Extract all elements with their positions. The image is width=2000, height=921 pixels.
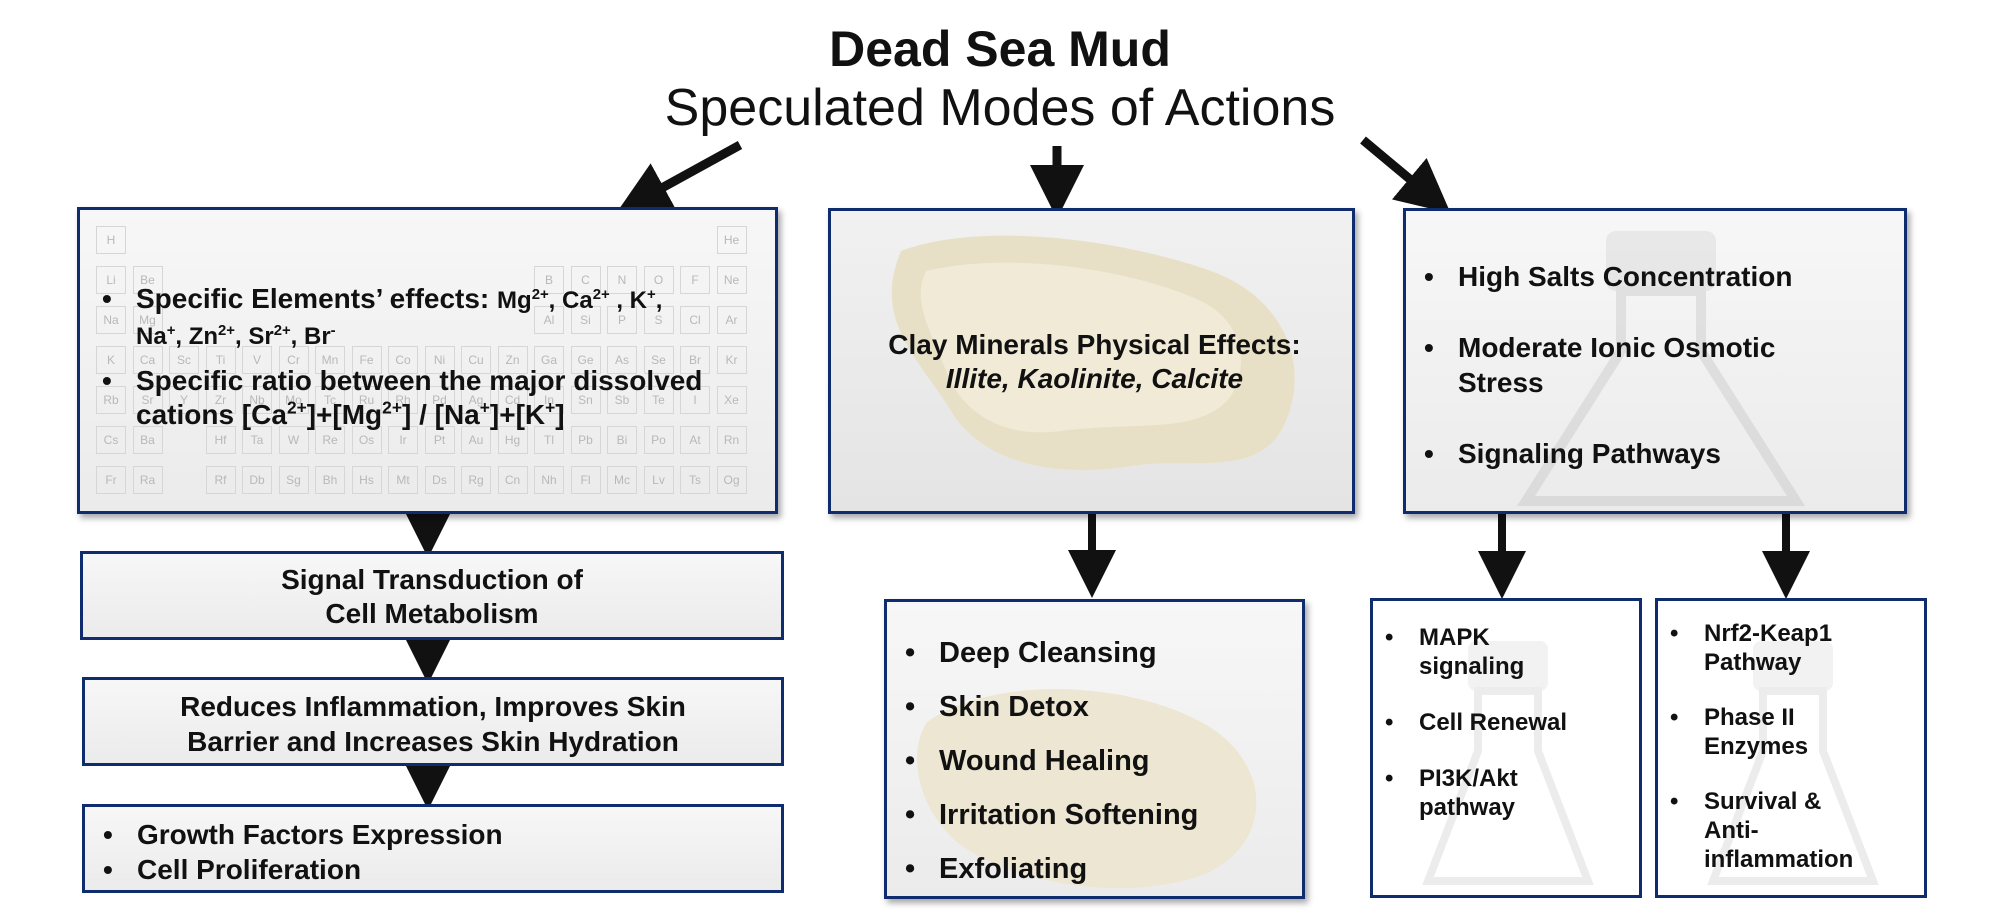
skin-barrier-line-2: Barrier and Increases Skin Hydration: [187, 726, 679, 757]
periodic-element-cell: Ts: [680, 466, 710, 494]
mapk-item: PI3K/Akt pathway: [1373, 764, 1539, 822]
effect-item: Wound Healing: [893, 734, 1198, 788]
ions-line-2: Na+, Zn2+, Sr2+, Br-: [136, 323, 336, 350]
skin-barrier-box: Reduces Inflammation, Improves Skin Barr…: [82, 677, 784, 766]
mapk-item: MAPK signaling: [1373, 623, 1539, 681]
salt-item: Moderate Ionic Osmotic Stress: [1412, 330, 1798, 400]
nrf2-item: Nrf2-Keap1 Pathway: [1658, 619, 1854, 677]
salt-item: Signaling Pathways: [1412, 436, 1892, 471]
growth-item: Growth Factors Expression: [91, 817, 781, 852]
periodic-element-cell: Sg: [278, 466, 309, 494]
periodic-element-cell: Bh: [315, 466, 345, 494]
signal-line-2: Cell Metabolism: [325, 598, 539, 629]
mapk-box: MAPK signaling Cell Renewal PI3K/Akt pat…: [1370, 598, 1642, 898]
elements-item: Specific Elements’ effects: Mg2+, Ca2+ ,…: [90, 282, 775, 354]
periodic-element-cell: Nh: [534, 466, 564, 494]
clay-smear-image: [891, 235, 1295, 471]
effect-item: Exfoliating: [893, 842, 1198, 896]
periodic-element-cell: Ra: [132, 466, 163, 494]
growth-item: Cell Proliferation: [91, 852, 781, 887]
periodic-element-cell: Fl: [570, 466, 601, 494]
arrow-title-to-right: [1360, 136, 1451, 214]
periodic-element-cell: Mt: [388, 466, 418, 494]
periodic-element-cell: Og: [716, 466, 747, 494]
periodic-element-cell: H: [96, 226, 126, 254]
mapk-item: Cell Renewal: [1373, 708, 1613, 737]
signal-line-1: Signal Transduction of: [281, 564, 583, 595]
nrf2-item: Survival & Anti-inflammation: [1658, 787, 1854, 874]
periodic-element-cell: He: [716, 226, 747, 254]
periodic-element-cell: Hs: [351, 466, 382, 494]
periodic-element-cell: Db: [242, 466, 272, 494]
periodic-element-cell: Rg: [461, 466, 491, 494]
ratio-item: Specific ratio between the major dissolv…: [90, 364, 775, 432]
periodic-element-cell: Mc: [607, 466, 637, 494]
nrf2-box: Nrf2-Keap1 Pathway Phase II Enzymes Surv…: [1655, 598, 1927, 898]
clay-title: Clay Minerals Physical Effects:: [888, 329, 1301, 360]
periodic-element-cell: Rf: [205, 466, 236, 494]
clay-minerals-box: Clay Minerals Physical Effects: Illite, …: [828, 208, 1355, 514]
skin-barrier-line-1: Reduces Inflammation, Improves Skin: [180, 691, 686, 722]
ratio-formula: cations [Ca2+]+[Mg2+] / [Na+]+[K+]: [136, 397, 565, 430]
periodic-element-cell: Lv: [643, 466, 674, 494]
salts-box: High Salts Concentration Moderate Ionic …: [1403, 208, 1907, 514]
nrf2-item: Phase II Enzymes: [1658, 703, 1834, 761]
periodic-element-cell: Cn: [497, 466, 528, 494]
diagram-subtitle: Speculated Modes of Actions: [664, 79, 1336, 137]
effect-item: Skin Detox: [893, 680, 1198, 734]
arrow-title-to-left: [616, 141, 743, 214]
growth-box: Growth Factors Expression Cell Prolifera…: [82, 804, 784, 893]
signal-transduction-box: Signal Transduction of Cell Metabolism: [80, 551, 784, 640]
ions-line-1: Mg2+, Ca2+ , K+,: [497, 287, 663, 314]
clay-effects-box: Deep Cleansing Skin Detox Wound Healing …: [884, 599, 1305, 899]
salt-item: High Salts Concentration: [1412, 259, 1892, 294]
periodic-element-cell: Fr: [96, 466, 126, 494]
effect-item: Deep Cleansing: [893, 626, 1198, 680]
periodic-element-cell: Ds: [424, 466, 455, 494]
diagram-title: Dead Sea Mud: [829, 21, 1171, 77]
effect-item: Irritation Softening: [893, 788, 1198, 842]
clay-minerals-list: Illite, Kaolinite, Calcite: [945, 363, 1244, 394]
